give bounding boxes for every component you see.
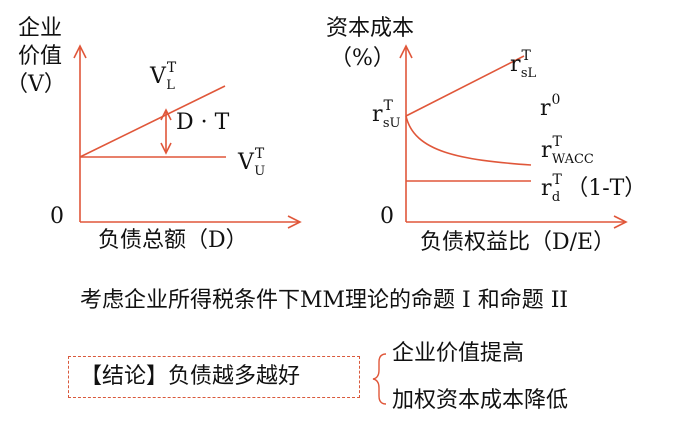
label-V-L-sup: T bbox=[166, 60, 177, 76]
conclusion-brace bbox=[372, 353, 387, 405]
curve-r-wacc bbox=[405, 115, 532, 166]
left-x-label: 负债总额（D） bbox=[98, 228, 248, 253]
label-r-sL: rTsL bbox=[510, 49, 536, 80]
line-r-sL bbox=[405, 55, 525, 117]
conclusion-label: 【结论】负债越多越好 bbox=[80, 364, 301, 389]
left-y-label-2: 价值 bbox=[18, 44, 63, 69]
gap-arrow-head-top bbox=[160, 108, 172, 121]
label-V-L-sub: L bbox=[166, 78, 175, 93]
label-V-U-base: V bbox=[238, 150, 254, 175]
left-x-axis-arrow bbox=[287, 215, 302, 229]
label-r0: r0 bbox=[540, 93, 560, 121]
right-x-axis-arrow bbox=[613, 215, 628, 229]
right-origin: 0 bbox=[380, 204, 394, 229]
label-r-wacc-base: r bbox=[541, 138, 552, 163]
left-y-label-3: （V） bbox=[6, 72, 66, 97]
label-r-d: rTd （1-T） bbox=[541, 173, 647, 204]
label-r-sU-base: r bbox=[372, 102, 383, 127]
label-r-sU-sub: sU bbox=[382, 116, 401, 131]
label-r-d-sub: d bbox=[551, 190, 561, 205]
label-r-wacc: rT WACC bbox=[541, 135, 594, 166]
conclusion-point-1: 企业价值提高 bbox=[392, 341, 525, 366]
figure-caption: 考虑企业所得税条件下MM理论的命题 I 和命题 II bbox=[80, 288, 569, 313]
gap-arrow-head-bottom bbox=[160, 142, 172, 155]
label-V-U: VTU bbox=[238, 147, 265, 178]
label-V-U-sup: T bbox=[254, 146, 265, 162]
left-y-label-1: 企业 bbox=[18, 16, 63, 41]
gap-label: D · T bbox=[176, 110, 230, 135]
right-x-label: 负债权益比（D/E） bbox=[420, 230, 616, 255]
right-y-axis-arrow bbox=[399, 44, 413, 59]
label-r-d-base: r bbox=[541, 176, 552, 201]
right-y-label-1: 资本成本 bbox=[326, 16, 415, 41]
label-r-d-suffix: （1-T） bbox=[566, 176, 647, 201]
label-r-wacc-sup: T bbox=[552, 134, 562, 150]
label-r-d-sup: T bbox=[552, 172, 562, 188]
label-r-sU-sup: T bbox=[383, 98, 393, 114]
left-origin: 0 bbox=[50, 204, 64, 229]
label-r0-sup: 0 bbox=[551, 92, 561, 108]
conclusion-box bbox=[68, 356, 360, 398]
label-r0-base: r bbox=[540, 96, 551, 121]
right-y-label-2: （%） bbox=[330, 46, 395, 71]
line-levered bbox=[79, 85, 226, 158]
left-y-axis-arrow bbox=[73, 44, 87, 59]
label-r-sL-sub: sL bbox=[520, 66, 537, 81]
label-r-wacc-sub: WACC bbox=[551, 152, 594, 167]
label-V-U-sub: U bbox=[254, 164, 266, 179]
conclusion-point-2: 加权资本成本降低 bbox=[392, 388, 569, 413]
label-V-L: VTL bbox=[150, 61, 176, 92]
label-V-L-base: V bbox=[150, 64, 166, 89]
label-r-sL-sup: T bbox=[521, 48, 531, 64]
label-r-sL-base: r bbox=[510, 52, 521, 77]
label-r-sU: rTsU bbox=[372, 99, 401, 130]
